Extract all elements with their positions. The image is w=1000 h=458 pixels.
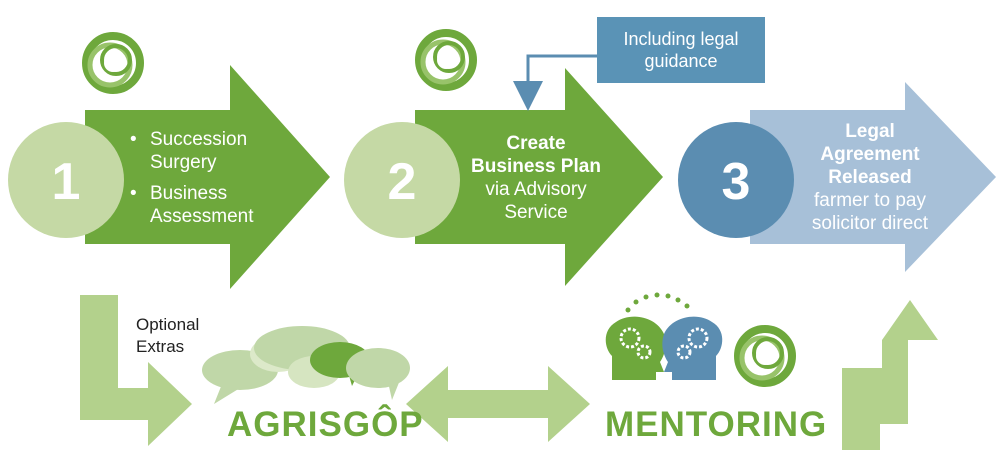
step1-text: Succession Surgery Business Assessment <box>126 128 276 236</box>
step2-arrow <box>415 68 663 286</box>
step1-number: 1 <box>51 153 81 211</box>
heads-with-gears-icon <box>605 292 723 380</box>
optional-extras-label: Optional Extras <box>136 315 200 356</box>
step3-text: Legal Agreement Released farmer to pay s… <box>796 120 944 235</box>
callout-connector-arrow <box>513 54 597 111</box>
up-arrow <box>842 300 938 450</box>
green-ring-logo-icon <box>86 36 140 90</box>
step2-circle <box>344 122 460 238</box>
legal-guidance-callout: Including legal guidance <box>597 17 765 83</box>
step3-title: Legal Agreement Released <box>820 121 920 188</box>
step2-title: Create Business Plan <box>471 133 601 177</box>
speech-bubbles-icon <box>202 326 410 404</box>
step3-arrow <box>750 82 996 272</box>
step1-arrow <box>85 65 330 289</box>
green-ring-logo-icon <box>419 33 473 87</box>
step1-bullet: Succession Surgery <box>126 128 276 174</box>
agrisgop-label: AGRISGÔP <box>227 405 424 444</box>
green-ring-logo-icon <box>738 329 792 383</box>
step3-number: 3 <box>721 153 751 211</box>
step2-number: 2 <box>387 153 417 211</box>
mentoring-label: MENTORING <box>605 405 828 444</box>
double-arrow <box>406 366 590 442</box>
step1-bullet: Business Assessment <box>126 182 276 228</box>
step2-text: Create Business Plan via Advisory Servic… <box>466 132 606 224</box>
step3-subtitle: farmer to pay solicitor direct <box>811 190 929 234</box>
step1-circle <box>8 122 124 238</box>
step2-subtitle: via Advisory Service <box>485 179 587 223</box>
optional-extras-arrow <box>80 295 192 446</box>
step3-circle <box>678 122 794 238</box>
